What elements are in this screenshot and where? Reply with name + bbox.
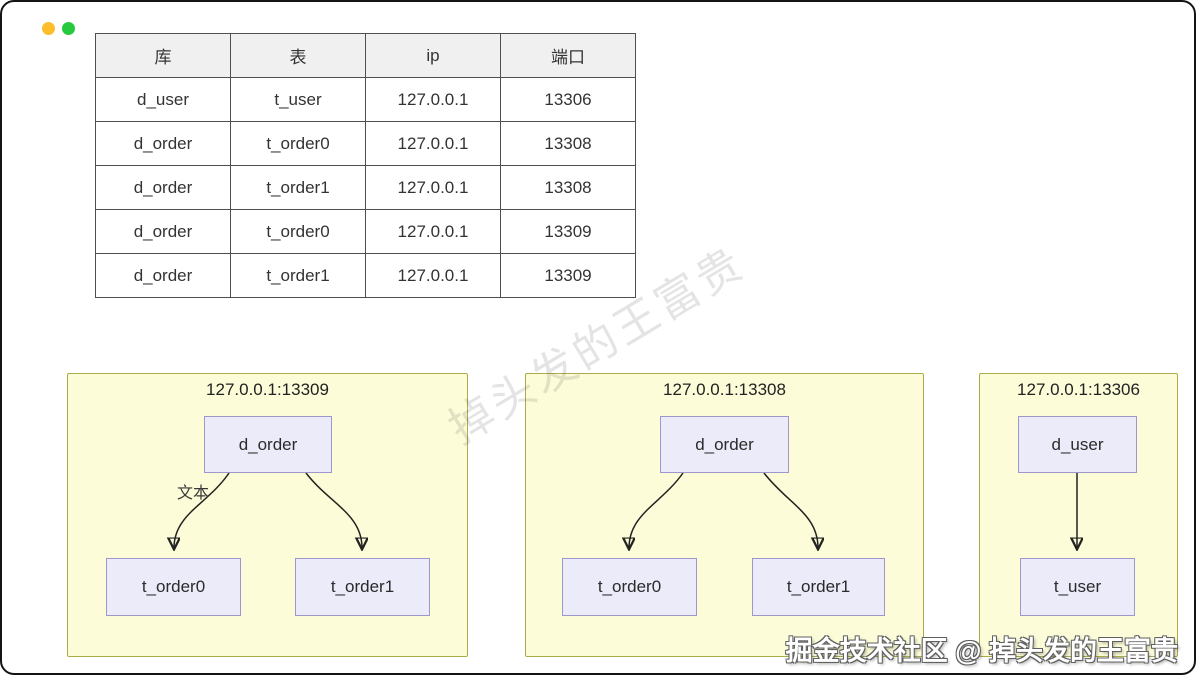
- node-t-order1: t_order1: [295, 558, 430, 616]
- table-row: d_order t_order0 127.0.0.1 13309: [95, 209, 636, 254]
- node-d-user: d_user: [1018, 416, 1137, 473]
- table-row: d_order t_order1 127.0.0.1 13309: [95, 253, 636, 298]
- table-cell: 127.0.0.1: [365, 253, 501, 298]
- table-cell: 127.0.0.1: [365, 77, 501, 122]
- node-t-order0: t_order0: [106, 558, 241, 616]
- table-row: d_order t_order0 127.0.0.1 13308: [95, 121, 636, 166]
- table-row: d_order t_order1 127.0.0.1 13308: [95, 165, 636, 210]
- table-cell: t_order0: [230, 209, 366, 254]
- table-header-table: 表: [230, 33, 366, 78]
- table-cell: d_order: [95, 209, 231, 254]
- window-zoom-button[interactable]: [62, 22, 75, 35]
- table-cell: t_order0: [230, 121, 366, 166]
- table-row: d_user t_user 127.0.0.1 13306: [95, 77, 636, 122]
- node-d-order: d_order: [204, 416, 332, 473]
- table-cell: d_order: [95, 121, 231, 166]
- node-t-user: t_user: [1020, 558, 1135, 616]
- table-cell: 13308: [500, 121, 636, 166]
- table-header-row: 库 表 ip 端口: [95, 33, 636, 78]
- table-cell: d_order: [95, 253, 231, 298]
- shard-mapping-table: 库 表 ip 端口 d_user t_user 127.0.0.1 13306 …: [95, 33, 636, 298]
- window-minimize-button[interactable]: [42, 22, 55, 35]
- table-cell: 127.0.0.1: [365, 209, 501, 254]
- node-t-order1: t_order1: [752, 558, 885, 616]
- table-cell: d_user: [95, 77, 231, 122]
- instance-address-label: 127.0.0.1:13308: [663, 380, 786, 399]
- table-cell: 127.0.0.1: [365, 121, 501, 166]
- table-cell: 13306: [500, 77, 636, 122]
- table-header-db: 库: [95, 33, 231, 78]
- table-header-port: 端口: [500, 33, 636, 78]
- table-cell: d_order: [95, 165, 231, 210]
- table-cell: t_order1: [230, 165, 366, 210]
- table-cell: t_user: [230, 77, 366, 122]
- node-t-order0: t_order0: [562, 558, 697, 616]
- table-cell: 127.0.0.1: [365, 165, 501, 210]
- table-cell: 13309: [500, 253, 636, 298]
- table-cell: 13309: [500, 209, 636, 254]
- table-cell: t_order1: [230, 253, 366, 298]
- instance-address-label: 127.0.0.1:13309: [206, 380, 329, 399]
- table-header-ip: ip: [365, 33, 501, 78]
- instance-address-label: 127.0.0.1:13306: [1017, 380, 1140, 399]
- node-d-order: d_order: [660, 416, 789, 473]
- table-cell: 13308: [500, 165, 636, 210]
- edge-label: 文本: [177, 485, 210, 502]
